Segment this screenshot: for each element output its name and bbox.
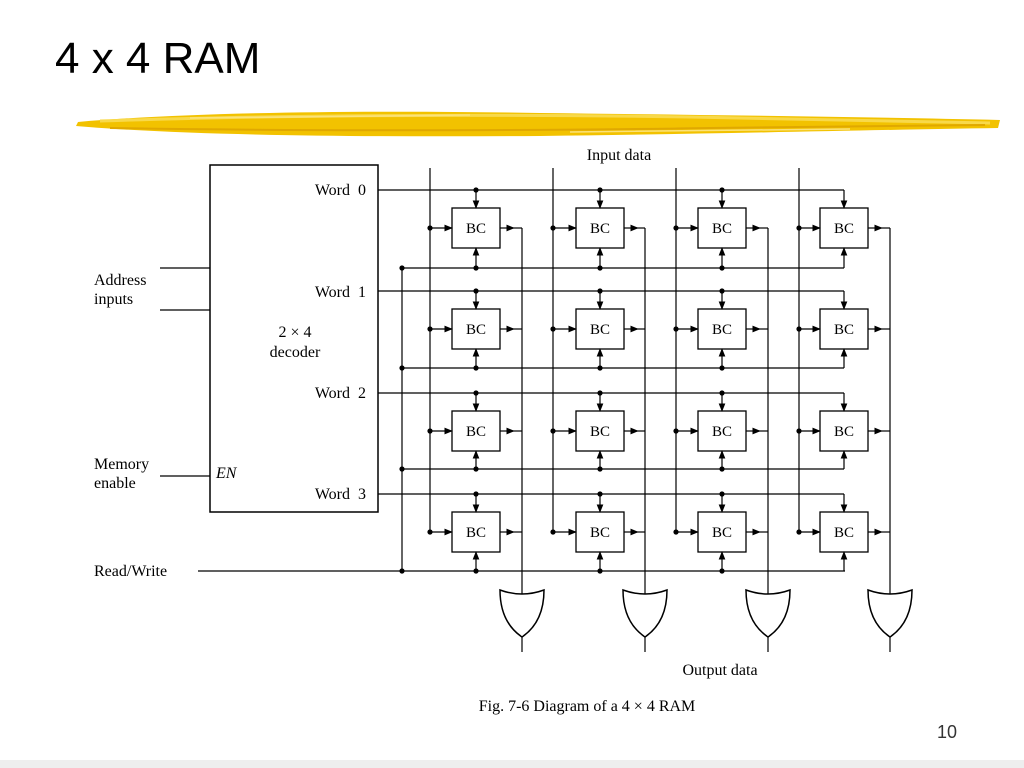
binary-cell-label: BC [834, 424, 854, 440]
binary-cell-label: BC [590, 221, 610, 237]
junction-dot [399, 568, 405, 574]
decoder-size-label: 2 × 4 [278, 324, 311, 341]
binary-cell [451, 511, 501, 553]
binary-cell-label: BC [466, 322, 486, 338]
word-3-label: Word 3 [315, 486, 366, 503]
title-underline-brush [76, 111, 1000, 137]
binary-cell-label: BC [590, 424, 610, 440]
or-gate [622, 588, 668, 638]
word-2-label: Word 2 [315, 385, 366, 402]
decoder-box [209, 164, 379, 513]
memory-enable-label-line1: Memory [94, 456, 149, 473]
bottom-rule [0, 760, 1024, 768]
figure-caption: Fig. 7-6 Diagram of a 4 × 4 RAM [479, 698, 696, 715]
junction-dot [399, 265, 405, 271]
decoder-label: decoder [270, 344, 321, 361]
slide-title: 4 x 4 RAM [55, 34, 261, 83]
enable-pin-label: EN [215, 465, 238, 482]
junction-dot [399, 466, 405, 472]
read-write-label: Read/Write [94, 563, 167, 580]
binary-cell-label: BC [466, 525, 486, 541]
binary-cell-label: BC [466, 221, 486, 237]
address-label-line1: Address [94, 272, 146, 289]
binary-cell-label: BC [712, 424, 732, 440]
page-number: 10 [936, 722, 957, 742]
cell-array: BC BC BC BC BC BC BC BC BC BC BC BC BC BC BC BC [378, 168, 913, 652]
binary-cell-label: BC [834, 221, 854, 237]
input-data-label: Input data [587, 147, 651, 164]
binary-cell-label: BC [590, 525, 610, 541]
address-label-line2: inputs [94, 291, 133, 308]
memory-enable-label-line2: enable [94, 475, 136, 492]
junction-dot [399, 365, 405, 371]
or-gate [867, 588, 913, 638]
or-gate [499, 588, 545, 638]
binary-cell-label: BC [590, 322, 610, 338]
or-gate [745, 588, 791, 638]
output-data-label: Output data [682, 662, 757, 679]
word-1-label: Word 1 [315, 284, 366, 301]
word-0-label: Word 0 [315, 182, 366, 199]
binary-cell-label: BC [712, 221, 732, 237]
binary-cell-label: BC [712, 525, 732, 541]
binary-cell-label: BC [834, 525, 854, 541]
binary-cell-label: BC [834, 322, 854, 338]
binary-cell-label: BC [466, 424, 486, 440]
binary-cell-label: BC [712, 322, 732, 338]
binary-cell [697, 410, 747, 452]
